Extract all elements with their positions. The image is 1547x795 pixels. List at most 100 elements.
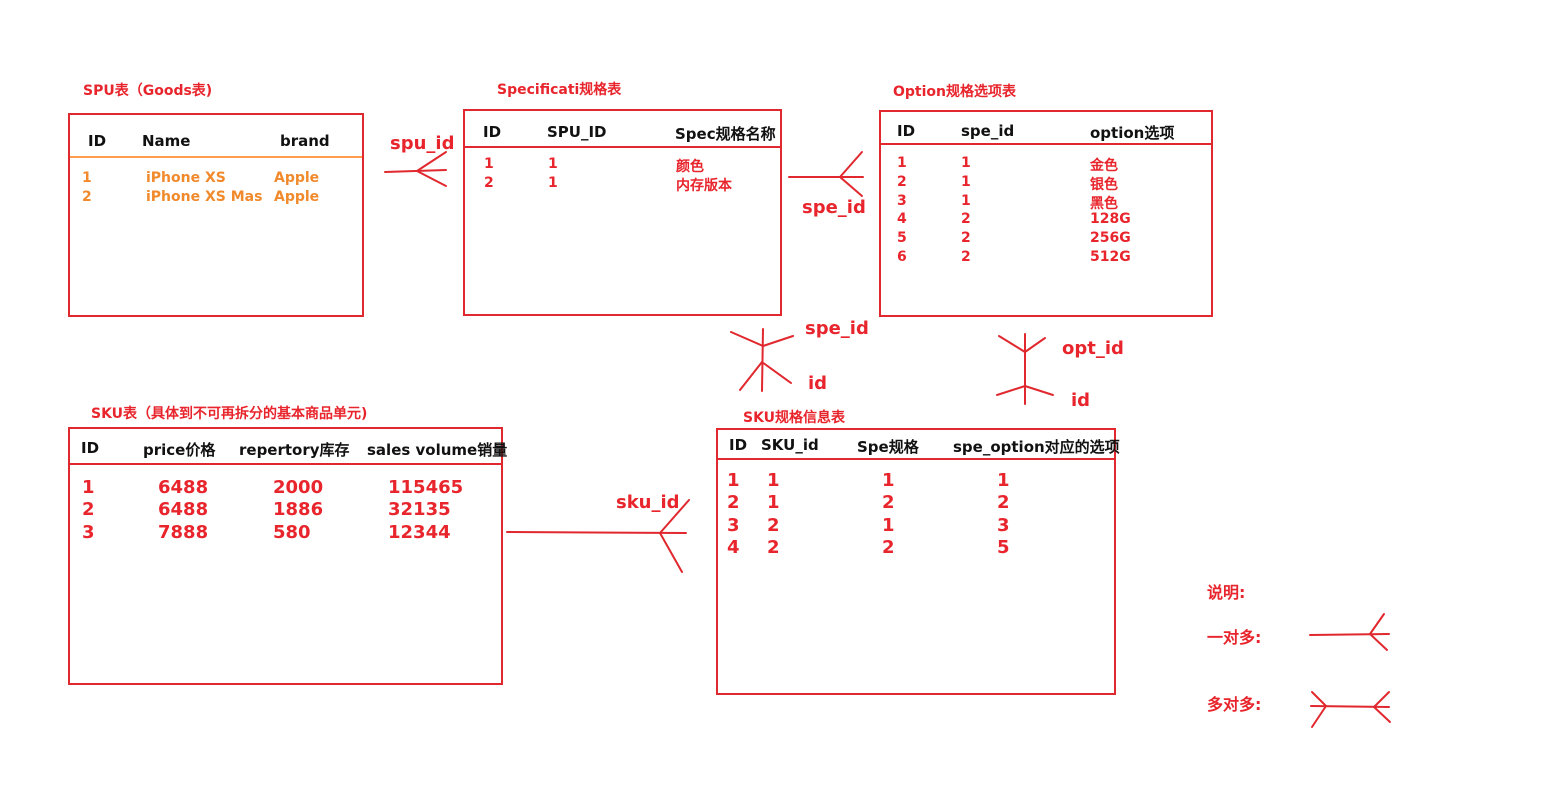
sku-cell: 1 (82, 477, 95, 498)
sku-cell: 12344 (388, 522, 451, 543)
option-cell: 2 (961, 249, 971, 265)
spu-table: ID Name brand 1 iPhone XS Apple 2 iPhone… (68, 113, 364, 317)
spu-cell: Apple (274, 170, 320, 186)
sku-cell: 6488 (158, 499, 209, 520)
option-header-option: option选项 (1090, 124, 1175, 142)
option-cell: 6 (897, 249, 907, 265)
skuspec-cell: 1 (997, 470, 1010, 491)
sku-header-sales: sales volume销量 (367, 441, 508, 459)
spec-cell: 颜色 (676, 159, 704, 175)
spec-cell: 1 (548, 156, 558, 172)
sku-header-price: price价格 (143, 441, 216, 459)
skuspec-cell: 1 (727, 470, 740, 491)
spec-table: ID SPU_ID Spec规格名称 1 1 颜色 2 1 内存版本 (463, 109, 782, 316)
skuspec-cell: 5 (997, 537, 1010, 558)
skuspec-cell: 1 (882, 470, 895, 491)
option-header-divider (881, 143, 1211, 145)
skuspec-cell: 2 (727, 492, 740, 513)
option-skuspec-top-label: opt_id (1062, 338, 1124, 359)
option-cell: 256G (1090, 230, 1131, 246)
legend-title: 说明: (1207, 583, 1246, 602)
sku-header-id: ID (81, 439, 100, 457)
sku-cell: 1886 (273, 499, 324, 520)
option-cell: 黑色 (1090, 196, 1118, 212)
sku-table-title: SKU表（具体到不可再拆分的基本商品单元) (91, 406, 368, 422)
skuspec-cell: 2 (767, 515, 780, 536)
spu-cell: iPhone XS Mas (146, 189, 263, 205)
spec-header-spu-id: SPU_ID (547, 123, 607, 141)
option-header-id: ID (897, 122, 916, 140)
sku-cell: 2 (82, 499, 95, 520)
skuspec-cell: 1 (767, 492, 780, 513)
spec-skuspec-top-label: spe_id (805, 318, 869, 339)
sku-cell: 3 (82, 522, 95, 543)
option-cell: 银色 (1090, 177, 1118, 193)
sku-skuspec-connector-label: sku_id (616, 492, 680, 513)
sku-header-divider (70, 463, 501, 465)
sku-cell: 115465 (388, 477, 464, 498)
spec-cell: 1 (548, 175, 558, 191)
sku-header-repertory: repertory库存 (239, 441, 350, 459)
spec-option-one-to-many-connector (788, 151, 864, 197)
skuspec-cell: 1 (767, 470, 780, 491)
option-cell: 512G (1090, 249, 1131, 265)
skuspec-header-spe: Spe规格 (857, 438, 919, 456)
skuspec-header-divider (718, 458, 1114, 460)
option-cell: 2 (961, 211, 971, 227)
option-cell: 2 (961, 230, 971, 246)
spec-skuspec-bottom-label: id (808, 373, 828, 394)
spu-cell: 1 (82, 170, 92, 186)
skuspec-cell: 2 (882, 537, 895, 558)
spec-header-name: Spec规格名称 (675, 125, 776, 143)
option-cell: 3 (897, 193, 907, 209)
legend-many-to-many-label: 多对多: (1207, 695, 1262, 714)
spec-header-divider (465, 146, 780, 148)
skuspec-table-title: SKU规格信息表 (743, 410, 846, 426)
option-header-spe-id: spe_id (961, 122, 1015, 140)
option-cell: 2 (897, 174, 907, 190)
option-cell: 1 (961, 193, 971, 209)
skuspec-cell: 2 (767, 537, 780, 558)
spu-cell: 2 (82, 189, 92, 205)
sku-cell: 7888 (158, 522, 209, 543)
option-table-title: Option规格选项表 (893, 84, 1016, 100)
skuspec-header-sku-id: SKU_id (761, 436, 819, 454)
skuspec-header-id: ID (729, 436, 748, 454)
spec-table-title: Specificati规格表 (497, 82, 622, 98)
spec-skuspec-many-to-many-connector (730, 328, 794, 392)
spec-cell: 2 (484, 175, 494, 191)
legend-one-to-many-label: 一对多: (1207, 628, 1262, 647)
option-table: ID spe_id option选项 1 1 金色 2 1 银色 3 1 黑色 … (879, 110, 1213, 317)
sku-cell: 32135 (388, 499, 451, 520)
spec-option-connector-label: spe_id (802, 197, 866, 218)
skuspec-table: ID SKU_id Spe规格 spe_option对应的选项 1 1 1 1 … (716, 428, 1120, 695)
option-cell: 金色 (1090, 158, 1118, 174)
sku-table: ID price价格 repertory库存 sales volume销量 1 … (68, 427, 507, 685)
spec-cell: 1 (484, 156, 494, 172)
legend-one-to-many-symbol (1309, 613, 1390, 651)
spu-header-id: ID (88, 132, 107, 150)
legend-many-to-many-symbol (1310, 691, 1391, 728)
skuspec-cell: 1 (882, 515, 895, 536)
skuspec-header-option: spe_option对应的选项 (953, 438, 1120, 456)
spec-cell: 内存版本 (676, 178, 732, 194)
skuspec-cell: 3 (997, 515, 1010, 536)
option-skuspec-many-to-many-connector (996, 333, 1054, 405)
option-cell: 5 (897, 230, 907, 246)
spu-spec-connector-label: spu_id (390, 133, 455, 154)
spu-header-name: Name (142, 132, 191, 150)
sku-cell: 6488 (158, 477, 209, 498)
sku-cell: 2000 (273, 477, 324, 498)
skuspec-cell: 2 (997, 492, 1010, 513)
skuspec-cell: 3 (727, 515, 740, 536)
option-cell: 1 (961, 174, 971, 190)
skuspec-cell: 4 (727, 537, 740, 558)
spu-table-title: SPU表（Goods表) (83, 83, 213, 99)
spu-cell: Apple (274, 189, 320, 205)
option-cell: 1 (897, 155, 907, 171)
option-skuspec-bottom-label: id (1071, 390, 1091, 411)
option-cell: 1 (961, 155, 971, 171)
spu-spec-one-to-many-connector (384, 151, 447, 187)
spec-header-id: ID (483, 123, 502, 141)
